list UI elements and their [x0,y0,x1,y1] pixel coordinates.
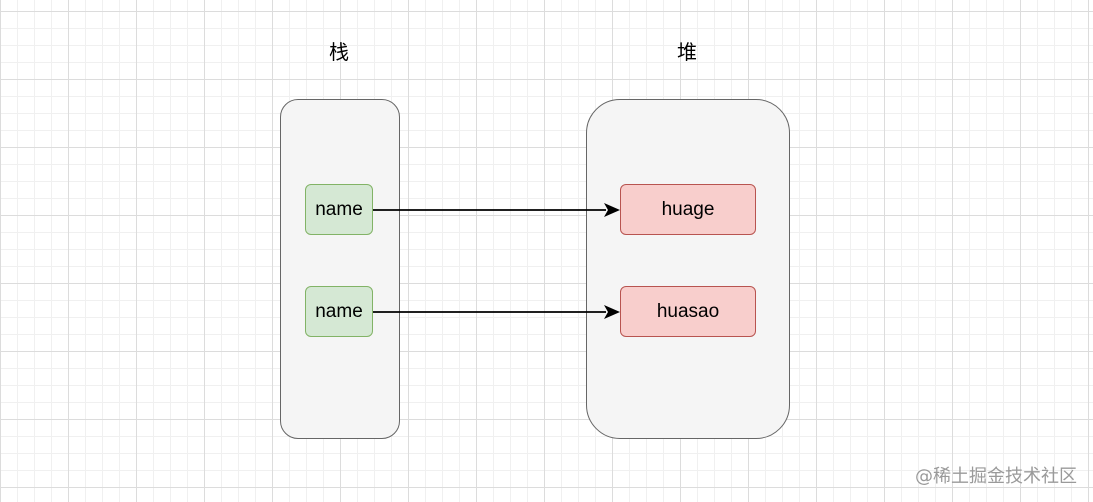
stack-container [280,99,400,439]
heap-node-1: huage [620,184,756,235]
stack-node-1: name [305,184,373,235]
stack-node-2: name [305,286,373,337]
stack-title: 栈 [329,40,349,64]
watermark: @稀土掘金技术社区 [915,466,1077,487]
heap-container [586,99,790,439]
heap-node-2: huasao [620,286,756,337]
heap-title: 堆 [677,40,697,64]
